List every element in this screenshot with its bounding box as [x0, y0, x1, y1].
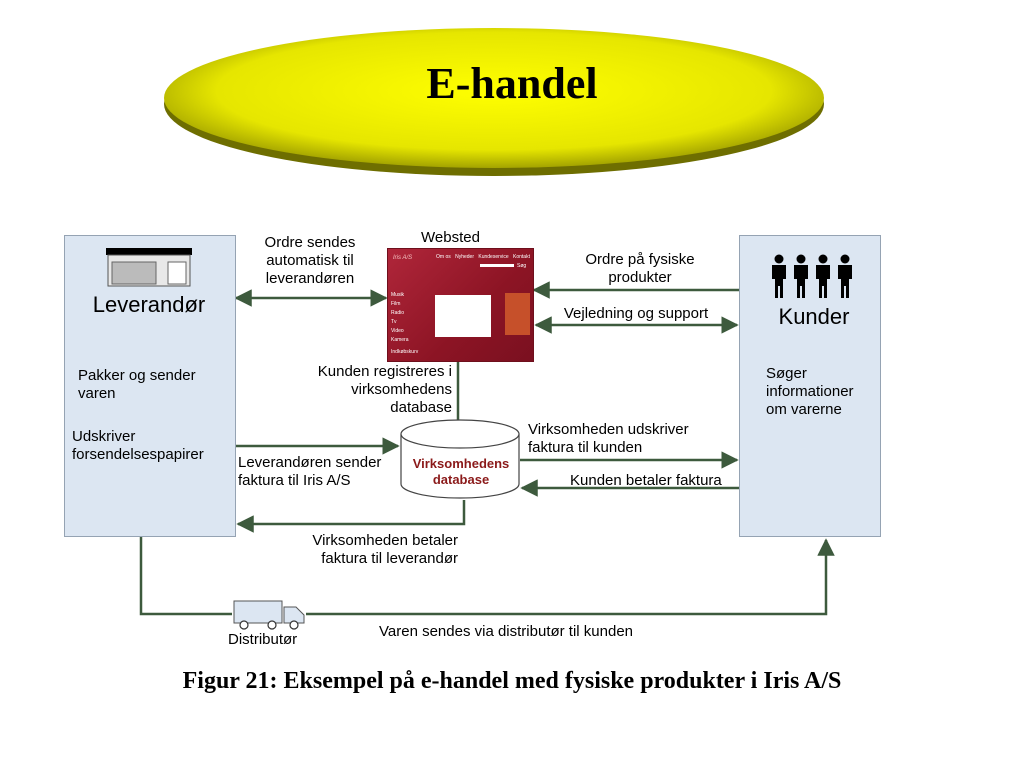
site-search-input: [480, 264, 514, 267]
truck-icon: [233, 600, 305, 630]
websted-label: Websted: [421, 229, 480, 246]
distributor-label: Distributør: [228, 631, 298, 648]
site-content-panel: [435, 295, 491, 337]
warehouse-icon: [106, 248, 192, 287]
site-product-image: [505, 293, 530, 335]
site-menu-bottom: Indkøbskurv: [391, 349, 419, 355]
site-search-button: Søg: [517, 263, 527, 269]
arrow-distribution: [139, 536, 232, 616]
kunder-box: [739, 235, 881, 537]
label-vejledning: Vejledning og support: [563, 305, 709, 322]
label-varen-sendes: Varen sendes via distributør til kunden: [379, 623, 634, 640]
people-icon: [772, 254, 852, 298]
figure-caption: Figur 21: Eksempel på e-handel med fysis…: [182, 668, 842, 694]
page-title: E-handel: [426, 59, 598, 108]
title-oval: [164, 28, 824, 176]
leverandor-title: Leverandør: [92, 292, 206, 317]
arrow-to-kunder: [306, 538, 835, 616]
label-kunden-betaler: Kunden betaler faktura: [570, 472, 722, 489]
arrow-virk-betaler: [236, 500, 466, 533]
database-cylinder: [400, 419, 520, 499]
site-logo: Iris A/S: [393, 255, 413, 261]
kunder-title: Kunder: [778, 304, 850, 329]
